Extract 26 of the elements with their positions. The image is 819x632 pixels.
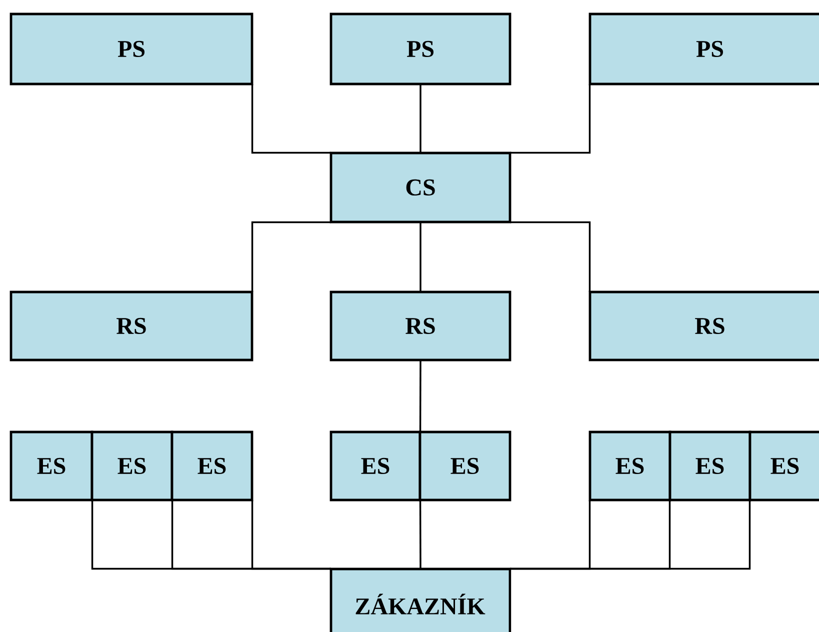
connector-line [510, 221, 591, 292]
label-box: ZÁKAZNÍK [330, 568, 512, 632]
connector-line [420, 222, 422, 292]
connector-line [251, 221, 331, 292]
label-box: RS [588, 290, 819, 362]
connector-line [251, 500, 331, 570]
label-box: ES [10, 430, 94, 502]
label-box: ES [90, 430, 174, 502]
connector-line [510, 84, 591, 154]
label-box: ES [330, 430, 422, 502]
label-box: CS [330, 152, 512, 224]
label-box: PS [588, 12, 819, 86]
label-box: ES [418, 430, 512, 502]
connector-line [420, 84, 422, 153]
connector-line [510, 500, 751, 570]
label-box: RS [330, 290, 512, 362]
label-box: ES [668, 430, 752, 502]
label-box: RS [10, 290, 254, 362]
label-box: PS [330, 12, 512, 86]
label-box: ES [588, 430, 672, 502]
connector-line [251, 84, 331, 154]
label-box: ES [748, 430, 819, 502]
connector-line [419, 360, 422, 432]
connector-line [419, 500, 422, 569]
label-box: ES [170, 430, 254, 502]
label-box: PS [10, 12, 254, 86]
